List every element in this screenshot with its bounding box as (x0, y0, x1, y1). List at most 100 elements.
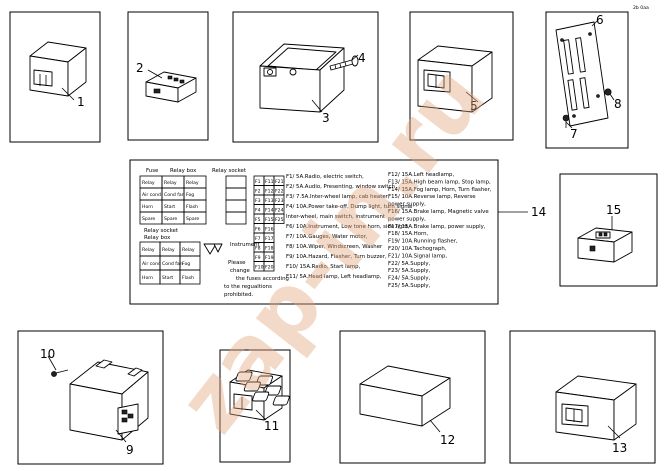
panel-frame (409, 11, 514, 141)
callout-6: 6 (596, 13, 604, 27)
fuse-description-line: F18/ 15A.Horn, (388, 231, 429, 237)
fuse-id: F2 (255, 189, 261, 195)
relay-socket-cell (225, 175, 247, 189)
relay-grid-label: Relay (186, 180, 199, 186)
label-sub-2: Relay box (144, 235, 171, 241)
callout-1: 1 (77, 95, 85, 109)
panel-frame (17, 330, 164, 465)
leader-7 (565, 121, 573, 129)
relay-grid-label: Horn (142, 204, 153, 210)
fuse-id: F15 (265, 217, 274, 223)
screw-10-drawing (51, 369, 69, 377)
fuse-description-line: F19/ 10A.Running flasher, (388, 239, 458, 245)
fuse-description-line: F16/ 15A.Brake lamp, Magnetic valve (388, 209, 489, 215)
label-sub-3: Instrument (230, 242, 260, 248)
relay-lower-label: Relay (162, 247, 175, 253)
relay-lower-label: Flash (182, 275, 194, 281)
leader-8 (609, 93, 615, 101)
fuse-description-line: F11/ 5A.Head lamp, Left headlamp, (286, 274, 382, 280)
callout-11: 11 (264, 419, 279, 433)
fuse-id: F4 (255, 208, 261, 214)
relay-lower-label: Start (162, 275, 173, 281)
fuse-description-line: F15/ 10A.Reverse lamp, Reverse (388, 194, 476, 200)
panel-relay-2: 2 (127, 11, 209, 141)
leader-11 (255, 409, 267, 421)
callout-9: 9 (126, 443, 134, 457)
relay-grid-label: Air cond (142, 192, 161, 198)
leader-4 (351, 54, 359, 61)
fuse-description-line: F12/ 15A.Left headlamp, (388, 172, 454, 178)
callout-7: 7 (570, 127, 578, 141)
fuse-id: F19 (265, 255, 274, 261)
fuse-id: F24 (275, 208, 284, 214)
fuse-description-line: Inter-wheel, main switch, instrument (286, 214, 385, 220)
callout-15: 15 (606, 203, 621, 217)
label-head-2: Relay box (170, 168, 197, 174)
fuse-id: F16 (265, 227, 274, 233)
relay-2-drawing (145, 71, 197, 103)
relay-lower-label: Relay (182, 247, 195, 253)
leader-2 (147, 69, 163, 79)
fuse-id: F14 (265, 208, 274, 214)
fuse-id: F10 (255, 265, 264, 271)
fuse-description-line: F8/ 10A.Wiper, Windscreen, Washer (286, 244, 383, 250)
base-12-drawing (235, 365, 451, 427)
fuse-description-line: F1/ 5A.Radio, electric switch, (286, 174, 364, 180)
fuse-id: F22 (275, 189, 284, 195)
housing-3-drawing (259, 43, 345, 113)
panel-plate-6: 6 7 8 (545, 11, 629, 149)
callout-4: 4 (358, 51, 366, 65)
fuse-description-line: F24/ 5A.Supply, (388, 276, 431, 282)
relay-grid-label: Relay (142, 180, 155, 186)
socket-13-drawing (555, 375, 637, 441)
relay-lower-label: Air cond (142, 261, 161, 267)
fuse-description-line: power supply, (388, 216, 426, 222)
fuse-description-line: F14/ 15A.Fog lamp, Horn, Turn flasher, (388, 187, 492, 193)
leader-10 (47, 355, 57, 371)
fuse-description-line: F9/ 10A.Hazard, Flasher, Turn buzzer, (286, 254, 387, 260)
relay-lower-label: Fog (182, 261, 190, 267)
relay-grid-label: Flash (186, 204, 198, 210)
panel-socket-5: 5 (409, 11, 514, 141)
leader-1 (61, 87, 75, 101)
fuse-description-line: F13/ 15A.High beam lamp, Stop lamp, (388, 179, 491, 185)
relay-grid-label: Fog (186, 192, 194, 198)
panel-frame (232, 11, 379, 143)
leader-13 (607, 425, 621, 439)
fuse-id: F25 (275, 217, 284, 223)
fuse-id: F6 (255, 227, 261, 233)
relay-socket-cell (225, 199, 247, 213)
warning-symbol (203, 243, 223, 255)
relay-lower-label: Relay (142, 247, 155, 253)
fuse-id: F17 (265, 236, 274, 242)
nut-8-drawing (604, 88, 612, 96)
panel-frame (219, 349, 291, 463)
relay-grid-label: Start (164, 204, 175, 210)
relay-socket-cell (225, 187, 247, 201)
callout-12: 12 (440, 433, 455, 447)
fuse-id: F18 (265, 246, 274, 252)
relay-9-drawing (69, 359, 149, 441)
fuse-id: F13 (265, 198, 274, 204)
fuse-description-right: F12/ 15A.Left headlamp,F13/ 15A.High bea… (388, 172, 492, 289)
panel-housing-3: 4 3 (232, 11, 379, 143)
note-line-2: change (230, 268, 251, 274)
fuse-description-line: F22/ 5A.Supply, (388, 261, 431, 267)
fuse-description-line: F10/ 15A.Radio, Start lamp, (286, 264, 361, 270)
fuse-id-table: F1F2F3F4F5F6F7F8F9F10F11F12F13F14F15F16F… (253, 175, 285, 272)
label-head-1: Fuse (146, 168, 159, 174)
leader-3 (311, 99, 323, 113)
fuse-id: F21 (275, 179, 284, 185)
relay-grid-cell (183, 211, 207, 225)
leader-6 (591, 19, 599, 27)
relay-grid-label: Relay (164, 180, 177, 186)
relay-grid-label: Spare (142, 216, 155, 222)
panel-relay-1: 1 (9, 11, 101, 143)
note-line-3: the fuses according (236, 276, 289, 282)
fuse-id: F5 (255, 217, 261, 223)
panel-frame (545, 11, 629, 149)
relay-grid-label: Cond fan (164, 192, 185, 198)
callout-14: 14 (531, 205, 546, 219)
panel-frame (559, 173, 658, 287)
